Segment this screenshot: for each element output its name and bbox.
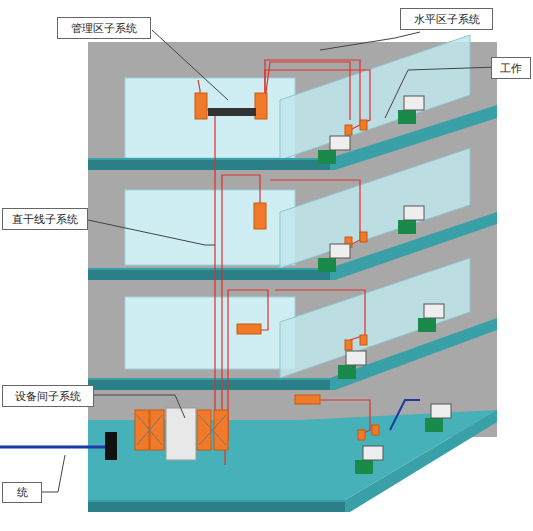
- external-line: [0, 446, 108, 449]
- partitions: [280, 35, 470, 378]
- callout-box: 工作: [491, 57, 531, 79]
- external-line: [390, 400, 420, 430]
- computers: [318, 96, 451, 474]
- callout-label: 设备间子系统: [15, 390, 81, 403]
- cables: [198, 60, 370, 465]
- callout-label: 管理区子系统: [71, 22, 137, 35]
- cross-marks: [137, 415, 226, 445]
- rooms: [125, 78, 295, 369]
- callout-box: 设备间子系统: [2, 385, 94, 407]
- callout-box: 直干线子系统: [2, 208, 88, 230]
- callout-box: 统: [2, 482, 42, 503]
- leader-lines: [42, 30, 498, 492]
- callout-label: 直干线子系统: [12, 213, 78, 226]
- entrance-panel: [105, 432, 117, 460]
- rack: [166, 408, 196, 460]
- callout-label: 统: [17, 486, 28, 499]
- patch-panel: [208, 108, 256, 116]
- callout-label: 水平区子系统: [414, 13, 480, 26]
- callout-box: 管理区子系统: [57, 17, 151, 39]
- floor-plates: [88, 105, 497, 512]
- callout-label: 工作: [500, 62, 522, 75]
- callout-box: 水平区子系统: [400, 8, 493, 30]
- equipment: [135, 93, 379, 450]
